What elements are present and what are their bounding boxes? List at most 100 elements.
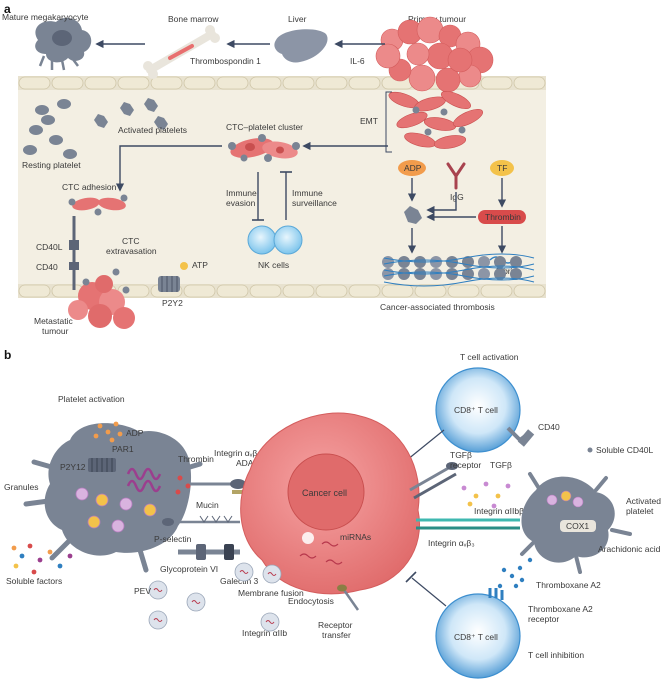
- cancer-associated-thrombosis-label: Cancer-associated thrombosis: [380, 302, 495, 312]
- thrombus-platelet: [398, 268, 410, 280]
- emt-platelet: [424, 128, 432, 136]
- activated-platelet-label-1: Activated: [626, 496, 661, 506]
- tgfb-dot: [491, 503, 497, 509]
- tgfb-dots: [461, 481, 511, 509]
- granule: [560, 490, 572, 502]
- resting-platelet: [23, 145, 37, 155]
- soluble-factors: [11, 543, 73, 575]
- thrombin-label: Thrombin: [485, 212, 521, 222]
- wall-cell: [84, 76, 117, 90]
- tumour-cell: [416, 16, 444, 44]
- adam9-label: ADAM9: [236, 458, 266, 468]
- p2y2-label: P2Y2: [162, 298, 183, 308]
- wall-cell: [51, 76, 84, 90]
- wall-cell: [216, 76, 249, 90]
- wall-cell: [183, 284, 216, 298]
- tgfb-dot: [483, 481, 489, 487]
- thromboxane-dot: [497, 583, 503, 589]
- immune-surveillance-label-1: Immune: [292, 188, 323, 198]
- ctc-extravasation-label-1: CTC: [122, 236, 139, 246]
- emt-label: EMT: [360, 116, 378, 126]
- soluble-factor-dot: [31, 569, 37, 575]
- emt-cells: [388, 91, 484, 149]
- immune-evasion-label-2: evasion: [226, 198, 256, 208]
- thromboxane-receptor-label-2: receptor: [528, 614, 559, 624]
- thromboxane-dot: [527, 557, 533, 563]
- wall-cell: [414, 284, 447, 298]
- adp-dot: [113, 421, 119, 427]
- tgfb-dot: [461, 485, 467, 491]
- wall-cell: [183, 76, 216, 90]
- pev-cargo: [239, 570, 249, 574]
- pev-cargo: [265, 620, 275, 624]
- platelet-activation-label: Platelet activation: [58, 394, 125, 404]
- wall-cell: [348, 76, 381, 90]
- cd8-t-cell-bottom: [435, 588, 521, 679]
- thromboxane-dots: [497, 557, 533, 589]
- nk-cells-label: NK cells: [258, 260, 289, 270]
- ctc-extravasation-label-2: extravasation: [106, 246, 157, 256]
- fibrin-strand: [383, 277, 535, 287]
- megakaryocyte: [35, 17, 92, 71]
- glycoprotein-vi-label: Glycoprotein VI: [160, 564, 218, 574]
- cancer-cell: [240, 412, 420, 595]
- immune-surveillance-label-2: surveillance: [292, 198, 337, 208]
- platelet-extracellular-vesicles: [148, 562, 282, 632]
- thrombus-platelet: [494, 256, 506, 268]
- soluble-cd40l-label: Soluble CD40L: [596, 445, 653, 455]
- integrin-aiib-b3: [416, 518, 520, 530]
- mucin-label: Mucin: [196, 500, 219, 510]
- metastatic-tumour-label-1: Metastatic: [34, 316, 73, 326]
- wall-cell: [117, 76, 150, 90]
- granule: [95, 493, 109, 507]
- integrin-a5b1-label: Integrin αᵥβ₁: [214, 448, 260, 458]
- thrombus-platelet: [478, 256, 490, 268]
- pev-cargo: [153, 618, 163, 622]
- tumour-cell: [408, 64, 436, 92]
- tgfb-dot: [495, 493, 501, 499]
- emt-platelet: [458, 126, 466, 134]
- resting-platelets: [23, 99, 77, 159]
- cd40-label: CD40: [538, 422, 560, 432]
- mirnas-label: miRNAs: [340, 532, 371, 542]
- blood-vessel: [18, 76, 546, 298]
- cd40-label: CD40: [36, 262, 58, 272]
- il6-label: IL-6: [350, 56, 365, 66]
- tumour-cell: [447, 47, 473, 73]
- right-platelet-granules: [546, 490, 584, 508]
- cd8-t-cell-bottom-label: CD8⁺ T cell: [454, 632, 498, 642]
- pev-cargo: [153, 588, 163, 592]
- tf-label: TF: [497, 163, 507, 173]
- thrombus-platelet: [382, 268, 394, 280]
- ctc-adhesion-label: CTC adhesion: [62, 182, 117, 192]
- activated-platelet: [120, 102, 134, 116]
- integrin-aiib-b3-label: Integrin αIIbβ3: [474, 506, 529, 516]
- adp-badge: [398, 160, 426, 176]
- granules-label: Granules: [4, 482, 39, 492]
- atp-label: ATP: [192, 260, 208, 270]
- emt-platelet: [440, 108, 448, 116]
- thrombus-platelet: [382, 256, 394, 268]
- wall-cell: [447, 284, 480, 298]
- ctc-adhesion-cells: [68, 194, 128, 216]
- tgfb-dot: [467, 501, 473, 507]
- liver-label: Liver: [288, 14, 307, 24]
- wall-cell: [282, 76, 315, 90]
- p2y2-receptor: [158, 262, 188, 292]
- ctc-platelet-cluster-label: CTC–platelet cluster: [226, 122, 303, 132]
- cd8-t-cell-top-label: CD8⁺ T cell: [454, 405, 498, 415]
- nk-cells: [247, 225, 303, 255]
- cancer-cell-label: Cancer cell: [302, 488, 347, 498]
- metastatic-tumour-label-2: tumour: [42, 326, 69, 336]
- cd40l-label: CD40L: [36, 242, 63, 252]
- granule: [87, 515, 101, 529]
- fibrin-strand: [383, 259, 535, 269]
- resting-platelet: [49, 135, 63, 145]
- bone-icon: [143, 25, 220, 79]
- mature-megakaryocyte-label: Mature megakaryocyte: [2, 12, 89, 22]
- tumour-cell: [406, 42, 430, 66]
- thromboxane-dot: [517, 565, 523, 571]
- wall-cell: [480, 76, 513, 90]
- thrombus-platelet: [510, 268, 522, 280]
